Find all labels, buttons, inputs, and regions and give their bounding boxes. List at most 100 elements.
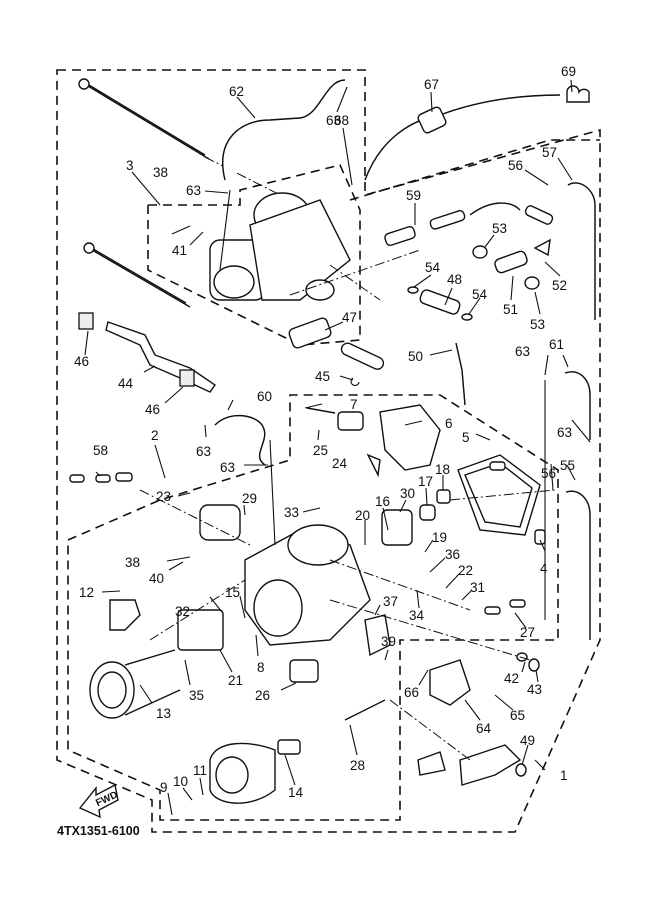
- boundary-assembly-2: [67, 394, 559, 821]
- through-bolt-upper-edge: [87, 85, 210, 160]
- callout-45: 45: [315, 369, 330, 384]
- main-jet-18: [436, 489, 451, 504]
- plug-53-upper: [472, 245, 488, 259]
- clip-46-lower: [179, 369, 195, 387]
- axis-line-5: [329, 599, 531, 661]
- hose-50: [455, 342, 466, 406]
- callout-49: 49: [520, 733, 535, 748]
- leader-10: [182, 787, 193, 801]
- diaphragm-holder-21: [177, 609, 224, 651]
- callout-56-lower: 56: [541, 466, 556, 481]
- filter-67: [417, 106, 447, 134]
- screw-28: [344, 699, 386, 721]
- callout-7: 7: [350, 397, 358, 412]
- leader-14: [284, 754, 296, 786]
- boundary-upper-sub: [349, 139, 600, 201]
- fuel-fittings: [384, 202, 554, 321]
- callout-5: 5: [462, 430, 470, 445]
- leader-69: [570, 79, 573, 93]
- leader-63b: [204, 190, 229, 194]
- callout-17: 17: [418, 474, 433, 489]
- leader-34: [416, 589, 420, 609]
- axis-line-6: [329, 559, 471, 611]
- leader-32: [209, 596, 223, 613]
- leader-53b: [534, 291, 541, 315]
- leader-3: [131, 171, 161, 206]
- callout-55: 55: [560, 458, 575, 473]
- callout-51: 51: [503, 302, 518, 317]
- leader-30: [399, 499, 407, 513]
- through-bolt-lower-edge: [91, 249, 191, 308]
- callout-37: 37: [383, 594, 398, 609]
- leader-38a: [171, 225, 191, 235]
- axis-line-3: [329, 264, 381, 301]
- leader-60: [227, 399, 234, 411]
- callout-35: 35: [189, 688, 204, 703]
- leader-27: [514, 612, 527, 629]
- callout-66: 66: [404, 685, 419, 700]
- callout-11: 11: [193, 763, 207, 778]
- callout-1: 1: [560, 768, 568, 783]
- callout-10: 10: [173, 774, 188, 789]
- float-6: [379, 404, 441, 471]
- leader-64: [464, 699, 481, 721]
- leader-68: [342, 127, 353, 186]
- throttle-sensor-26: [289, 659, 319, 683]
- lower-body-bore: [253, 579, 303, 637]
- part-44-lever: [78, 312, 216, 393]
- hose-57: [567, 182, 596, 320]
- callout-13: 13: [156, 706, 171, 721]
- leader-56b: [550, 463, 554, 491]
- oring-54-right: [461, 313, 473, 321]
- leader-28: [349, 724, 358, 756]
- leader-38b: [166, 556, 191, 562]
- callout-48: 48: [447, 272, 462, 287]
- bracket-small: [417, 751, 446, 776]
- cable-59: [469, 202, 521, 216]
- leader-48: [444, 287, 453, 306]
- leader-49: [521, 744, 529, 766]
- leader-2: [154, 444, 166, 479]
- callout-53-upper: 53: [492, 221, 507, 236]
- leader-63f: [571, 419, 591, 443]
- leader-15: [239, 595, 246, 619]
- leader-57: [557, 157, 573, 181]
- diaphragm-cover-14-center: [215, 756, 249, 794]
- leader-44: [143, 365, 156, 373]
- callout-9: 9: [160, 780, 168, 795]
- callout-43: 43: [527, 682, 542, 697]
- callout-41: 41: [172, 243, 187, 258]
- callout-3: 3: [126, 158, 134, 173]
- leader-42: [521, 661, 526, 673]
- part-45-pipe: [340, 342, 385, 386]
- spring-59-left: [384, 225, 416, 247]
- leader-39: [384, 649, 389, 661]
- frame-line-1: [219, 189, 231, 271]
- leader-23: [177, 492, 191, 497]
- leader-17: [425, 487, 428, 506]
- funnel-13-tube-top: [124, 649, 176, 666]
- callout-63-right-lower: 63: [557, 425, 572, 440]
- leader-61: [562, 354, 569, 368]
- callout-53-lower: 53: [530, 317, 545, 332]
- tee-fitting-51: [494, 250, 528, 274]
- fwd-arrow-icon: [78, 783, 119, 819]
- callout-28: 28: [350, 758, 365, 773]
- callout-18: 18: [435, 462, 450, 477]
- callout-25: 25: [313, 443, 328, 458]
- fwd-direction-arrow: FWD: [78, 783, 120, 819]
- callout-12: 12: [79, 585, 94, 600]
- callout-2: 2: [151, 428, 159, 443]
- callout-24: 24: [332, 456, 348, 471]
- callout-30: 30: [400, 486, 415, 501]
- callout-39: 39: [381, 634, 396, 649]
- plate-37: [364, 614, 391, 657]
- screw-5: [489, 461, 506, 471]
- hose-55: [565, 490, 591, 640]
- callout-32: 32: [175, 604, 190, 619]
- leader-53a: [484, 234, 495, 248]
- callout-63-right-upper: 63: [515, 344, 530, 359]
- leader-31: [461, 590, 472, 601]
- hose-61-inner: [564, 371, 591, 440]
